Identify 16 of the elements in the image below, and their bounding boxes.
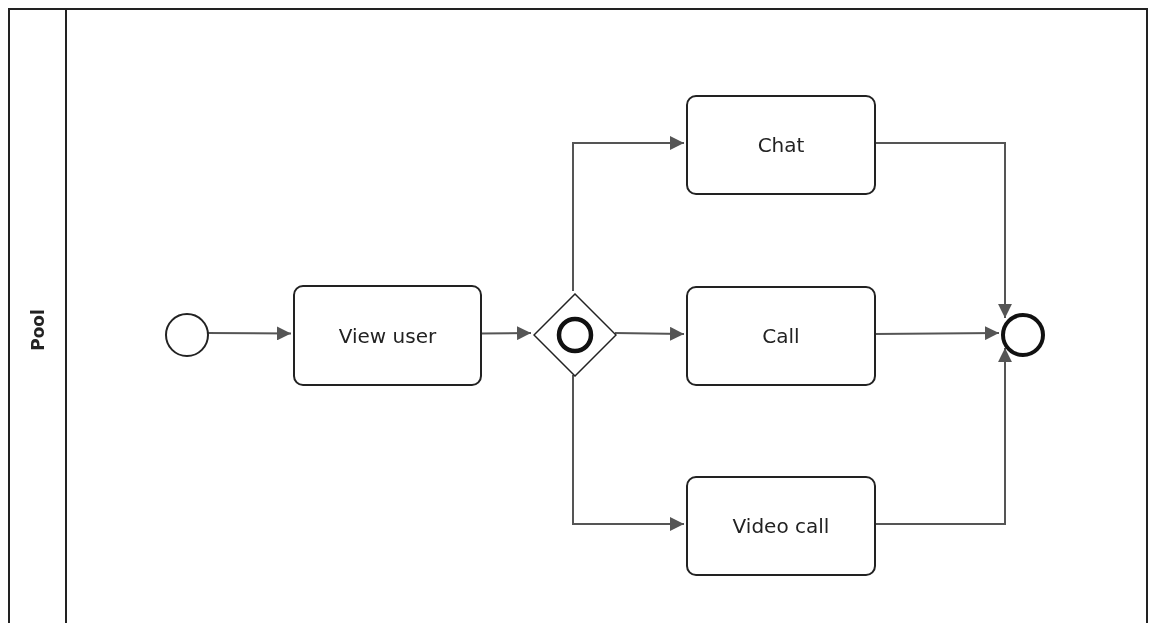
- end-event-circle: [1001, 313, 1045, 357]
- pool-label: Pool: [28, 309, 48, 351]
- task-box: [686, 95, 876, 195]
- task-box: [686, 476, 876, 576]
- gateway-diamond: [533, 293, 617, 377]
- task-box: [686, 286, 876, 386]
- arrow: [572, 136, 685, 292]
- task-label: View user: [338, 323, 437, 348]
- start-event-circle: [165, 313, 209, 357]
- task-label: Chat: [757, 133, 805, 157]
- task-label: Call: [762, 324, 800, 348]
- arrow: [572, 374, 685, 531]
- task-label: Video call: [732, 514, 830, 538]
- task-box: [293, 285, 482, 386]
- pool-lane: [8, 8, 1148, 623]
- arrow: [614, 326, 685, 341]
